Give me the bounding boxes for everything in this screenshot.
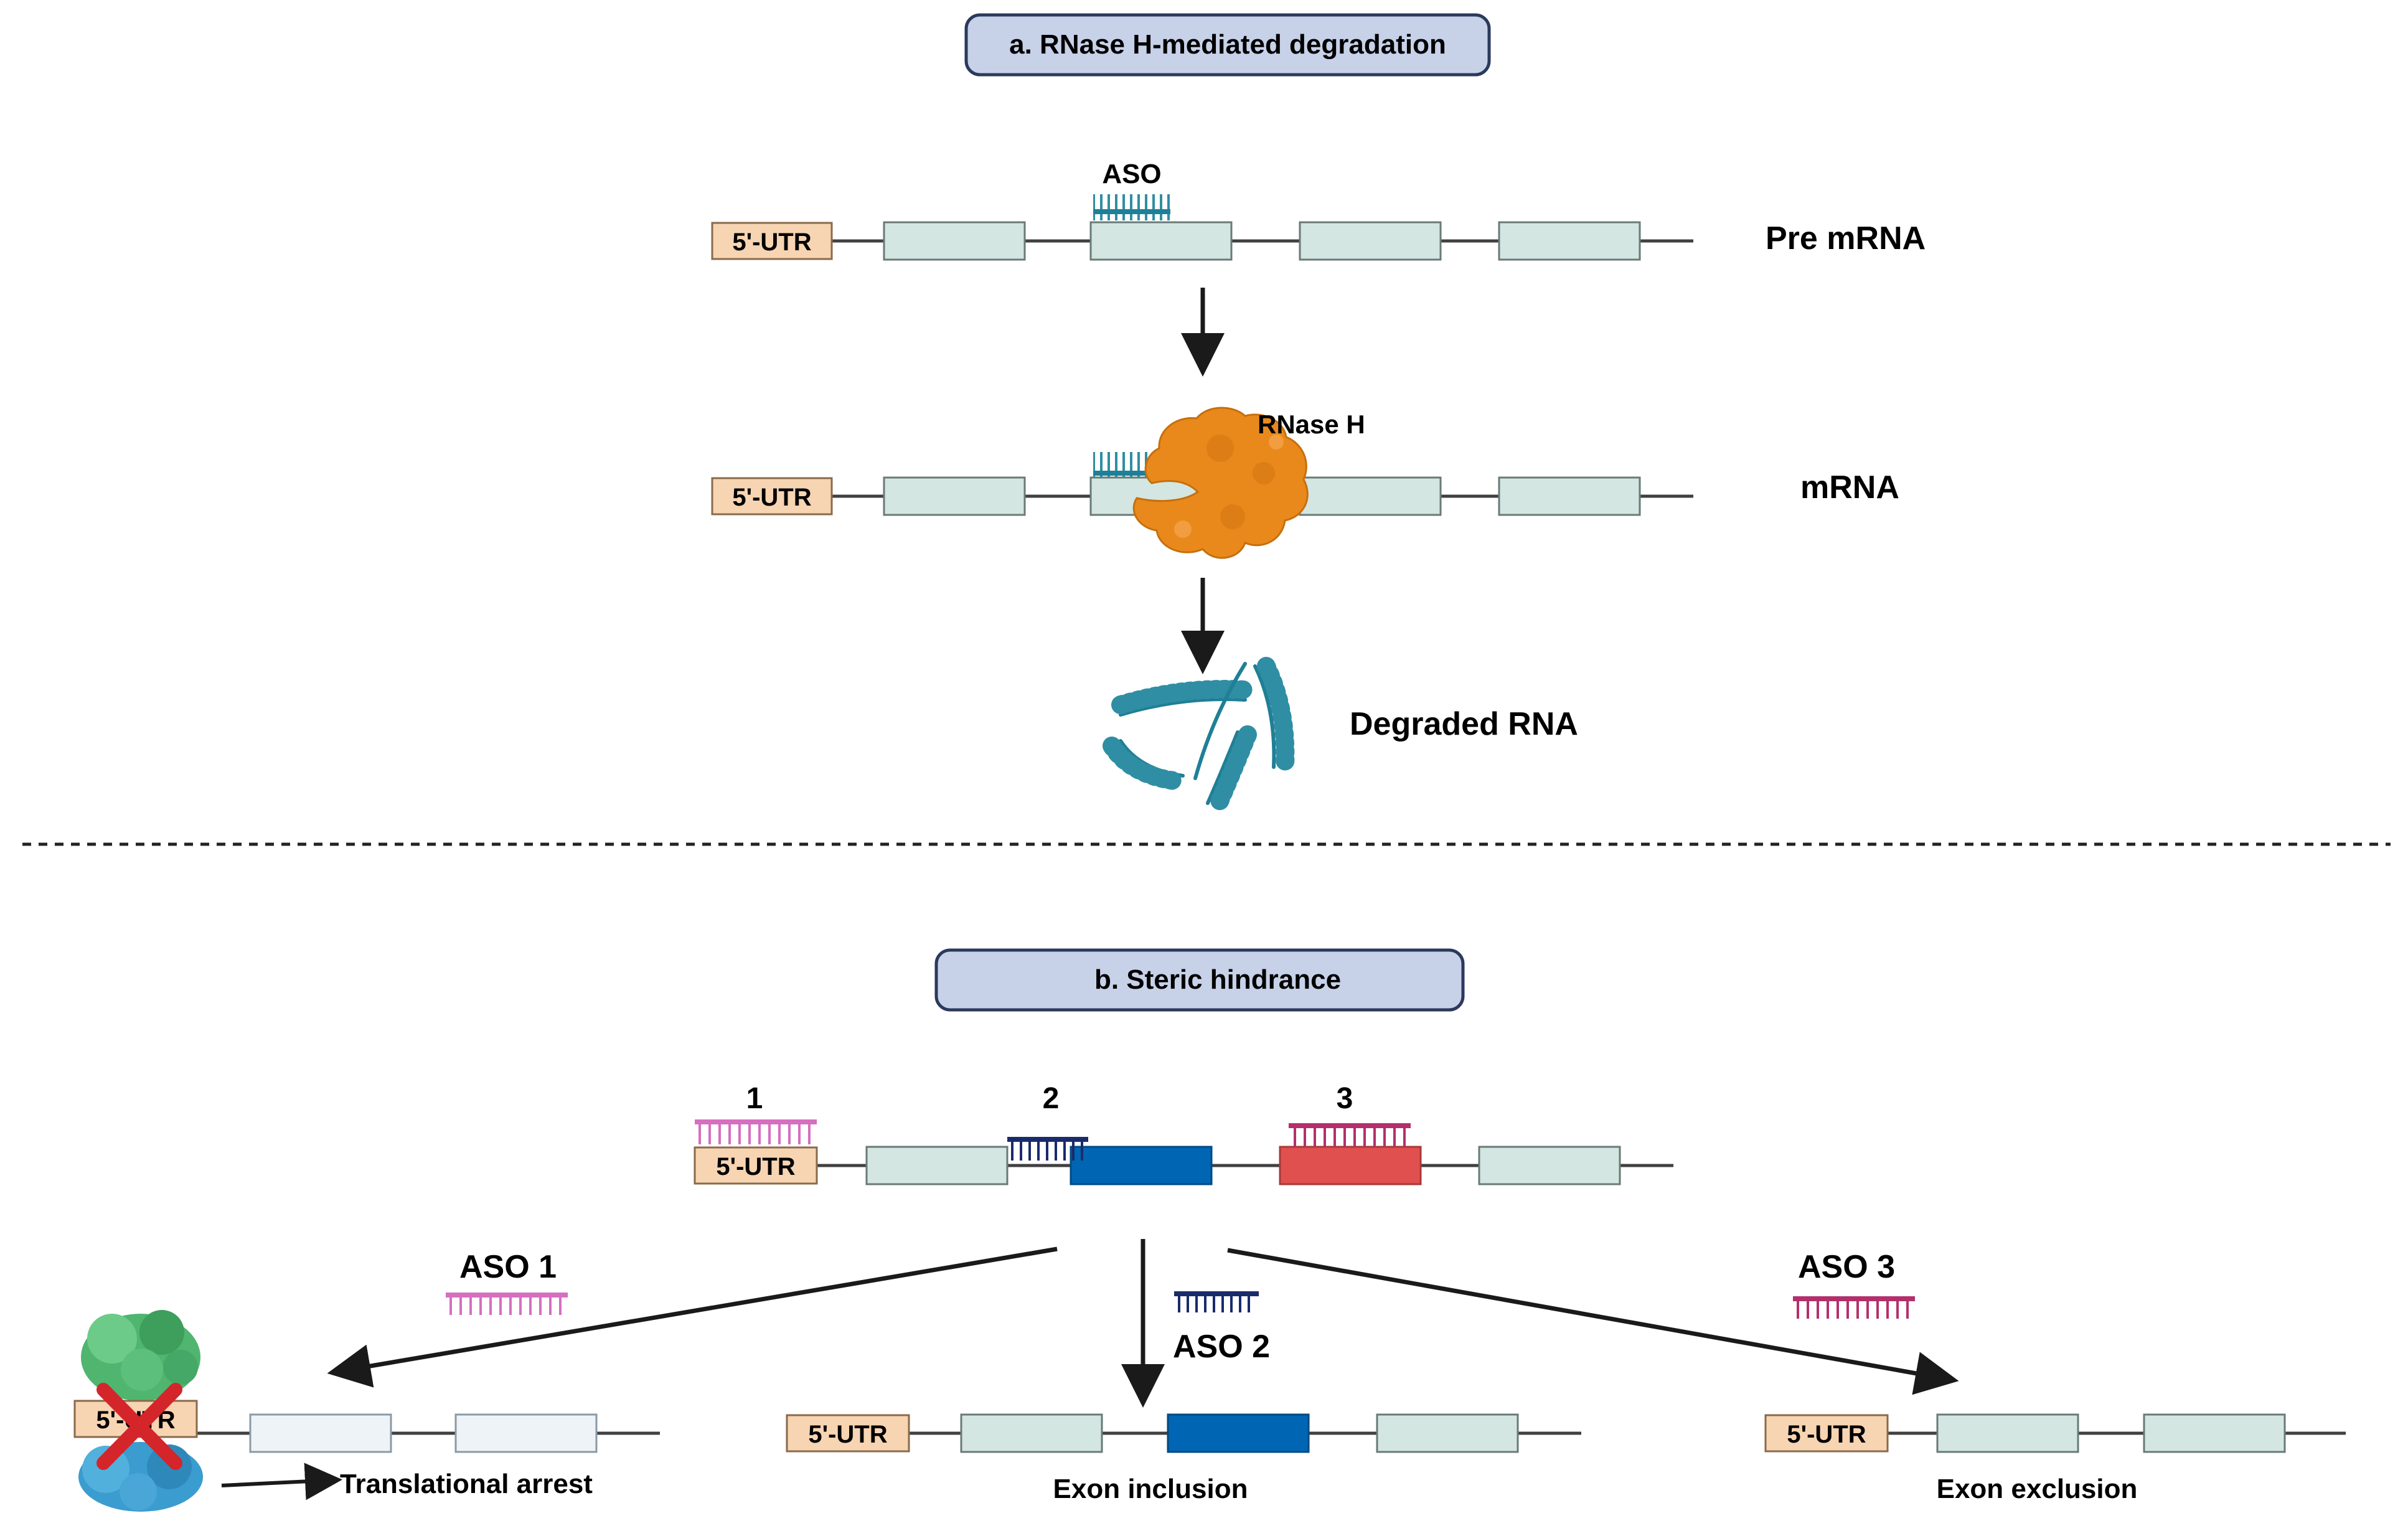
exon	[2143, 1413, 2286, 1453]
utr-box: 5'-UTR	[694, 1146, 818, 1185]
aso-1-label: ASO 1	[459, 1249, 557, 1285]
svg-text:5'-UTR: 5'-UTR	[732, 484, 811, 511]
cross-mark-icon	[96, 1383, 182, 1470]
ribosome: 5'-UTR	[73, 1310, 203, 1512]
translational-arrest-label: Translational arrest	[340, 1469, 593, 1499]
exon	[1498, 476, 1641, 516]
panel-b-title: b. Steric hindrance	[1094, 964, 1341, 995]
pre-mrna-strand: 5'-UTR	[711, 221, 1693, 261]
mrna-label: mRNA	[1800, 469, 1899, 506]
pre-mrna-strand-b: 5'-UTR	[694, 1146, 1673, 1185]
aso-3-label: ASO 3	[1798, 1249, 1895, 1285]
degraded-rna-label: Degraded RNA	[1350, 706, 1578, 742]
svg-text:5'-UTR: 5'-UTR	[732, 228, 811, 256]
aso-2-oligo	[1007, 1137, 1088, 1161]
panel-a-title-box: a. RNase H-mediated degradation	[964, 13, 1491, 77]
included-exon-blue	[1167, 1413, 1310, 1453]
aso-oligo	[1093, 194, 1170, 220]
exon-inclusion-label: Exon inclusion	[1053, 1474, 1248, 1504]
exon	[883, 476, 1026, 516]
site-2-label: 2	[1043, 1082, 1060, 1115]
exon	[1376, 1413, 1519, 1453]
exon-inclusion-strand: 5'-UTR Exon inclusion	[786, 1413, 1581, 1504]
site-3-label: 3	[1337, 1082, 1353, 1115]
arrow-to-exon-exclusion	[1227, 1248, 1959, 1395]
faded-exon	[454, 1413, 598, 1453]
utr-box: 5'-UTR	[711, 222, 833, 260]
rnase-h-enzyme	[1132, 407, 1309, 559]
pre-mrna-label: Pre mRNA	[1766, 220, 1926, 257]
exon	[1299, 221, 1442, 261]
aso-2-label: ASO 2	[1173, 1329, 1270, 1365]
alternative-exon-blue	[1070, 1146, 1213, 1185]
exon	[1089, 221, 1233, 261]
arrow-to-translational-arrest	[327, 1246, 1058, 1388]
aso-1-oligo	[695, 1119, 817, 1144]
exon	[960, 1413, 1103, 1453]
exon	[865, 1146, 1009, 1185]
aso-2-oligo-free	[1174, 1291, 1259, 1312]
rnase-h-label: RNase H	[1258, 410, 1365, 439]
exon	[883, 221, 1026, 261]
utr-box: 5'-UTR	[1764, 1414, 1889, 1453]
exon	[1498, 221, 1641, 261]
exon-exclusion-label: Exon exclusion	[1937, 1474, 2138, 1504]
faded-exon	[249, 1413, 392, 1453]
panel-b-title-box: b. Steric hindrance	[934, 948, 1465, 1012]
svg-text:5'-UTR: 5'-UTR	[716, 1153, 795, 1180]
translational-arrest-strand: 5'-UTR Translational arrest	[73, 1310, 660, 1512]
svg-text:5'-UTR: 5'-UTR	[1787, 1421, 1866, 1448]
site-1-label: 1	[746, 1082, 763, 1115]
aso-3-oligo	[1289, 1123, 1411, 1147]
utr-box: 5'-UTR	[711, 477, 833, 516]
exon	[1478, 1146, 1621, 1185]
svg-text:5'-UTR: 5'-UTR	[808, 1421, 887, 1448]
alternative-exon-red	[1279, 1146, 1422, 1185]
panel-a: a. RNase H-mediated degradation 5'-UTR A…	[711, 13, 1926, 815]
aso-1-oligo-free	[446, 1293, 568, 1315]
panel-a-title: a. RNase H-mediated degradation	[1009, 29, 1446, 60]
aso-label: ASO	[1102, 159, 1161, 189]
panel-b: b. Steric hindrance 5'-UTR 1	[73, 948, 2346, 1512]
exon	[1936, 1413, 2079, 1453]
aso-3-oligo-free	[1793, 1296, 1915, 1319]
arrow-right	[221, 1462, 342, 1500]
exon-exclusion-strand: 5'-UTR Exon exclusion	[1764, 1413, 2346, 1504]
exon	[1299, 476, 1442, 516]
degraded-rna-fragments	[1103, 657, 1295, 815]
utr-box: 5'-UTR	[786, 1414, 910, 1453]
